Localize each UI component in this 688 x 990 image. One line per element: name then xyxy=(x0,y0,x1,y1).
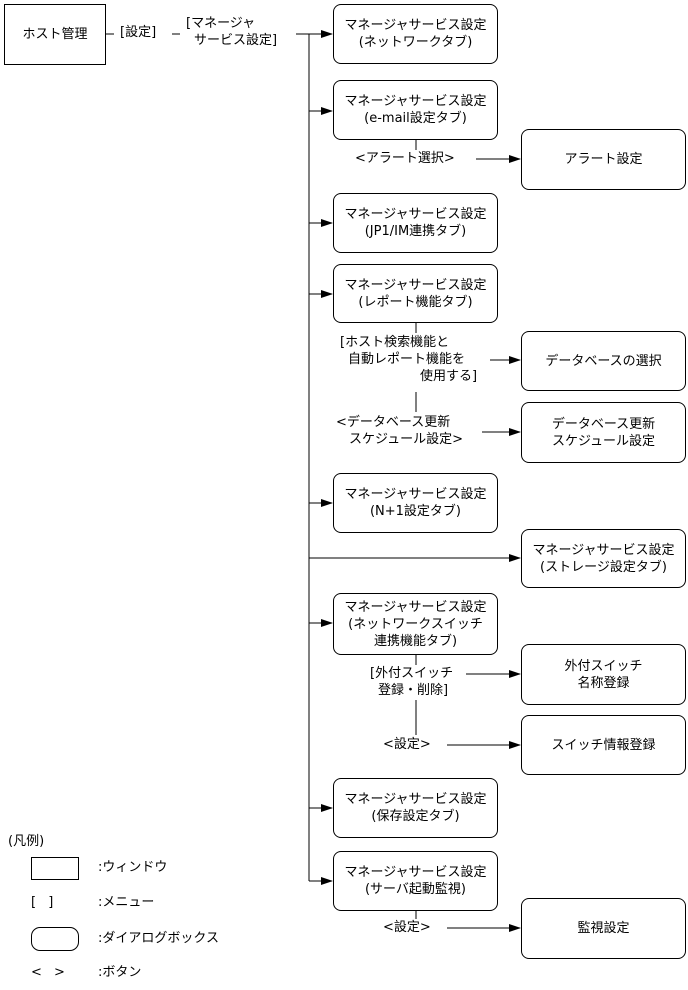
dialog-title: マネージャサービス設定 xyxy=(344,277,487,293)
menu-manager-line1: [マネージャ xyxy=(186,16,256,31)
dialog-subtitle: (ネットワークタブ) xyxy=(358,35,473,50)
legend-menu-symbol: [ ] xyxy=(31,895,58,910)
dialog-title: 監視設定 xyxy=(577,921,630,936)
dialog-subtitle: (JP1/IM連携タブ) xyxy=(364,224,467,239)
dialog-title: マネージャサービス設定 xyxy=(532,542,675,558)
legend-title: (凡例) xyxy=(8,834,45,849)
dialog-maint-tab[interactable]: マネージャサービス設定 (保存設定タブ) xyxy=(333,778,498,838)
dialog-title: マネージャサービス設定 xyxy=(344,599,487,615)
dialog-title: スイッチ情報登録 xyxy=(551,737,656,753)
menu-manager-service[interactable]: [マネージャ サービス設定] xyxy=(186,15,277,49)
dialog-title: マネージャサービス設定 xyxy=(344,792,487,807)
menu-host-search[interactable]: [ホスト検索機能と 自動レポート機能を 使用する] xyxy=(340,334,477,385)
button-alert-select[interactable]: <アラート選択> xyxy=(355,151,455,166)
legend-dialog-symbol xyxy=(31,927,79,951)
dialog-title: データベース更新 xyxy=(551,416,656,432)
dialog-subtitle: (ストレージ設定タブ) xyxy=(540,559,667,575)
menu-line1: [外付スイッチ xyxy=(370,666,454,681)
dialog-subtitle: (保存設定タブ) xyxy=(371,809,460,824)
dialog-alert-setting[interactable]: アラート設定 xyxy=(521,129,686,190)
menu-manager-line2: サービス設定] xyxy=(194,33,278,48)
menu-setting[interactable]: [設定] xyxy=(120,25,157,40)
legend-window-label: :ウィンドウ xyxy=(98,860,168,875)
dialog-report-tab[interactable]: マネージャサービス設定 (レポート機能タブ) xyxy=(333,264,498,323)
dialog-network-tab[interactable]: マネージャサービス設定 (ネットワークタブ) xyxy=(333,4,498,64)
menu-line1: [ホスト検索機能と xyxy=(340,335,450,350)
dialog-monitor-setting[interactable]: 監視設定 xyxy=(521,898,686,959)
dialog-server-monitor[interactable]: マネージャサービス設定 (サーバ起動監視) xyxy=(333,851,498,911)
dialog-n1-tab[interactable]: マネージャサービス設定 (N+1設定タブ) xyxy=(333,473,498,533)
dialog-switch-info[interactable]: スイッチ情報登録 xyxy=(521,715,686,775)
dialog-subtitle2: 連携機能タブ) xyxy=(373,633,458,649)
dialog-title: マネージャサービス設定 xyxy=(344,487,487,502)
button-db-update-schedule[interactable]: <データベース更新 スケジュール設定> xyxy=(336,414,463,448)
dialog-db-select[interactable]: データベースの選択 xyxy=(521,331,686,391)
dialog-storage-tab[interactable]: マネージャサービス設定 (ストレージ設定タブ) xyxy=(521,529,686,588)
dialog-title: マネージャサービス設定 xyxy=(344,865,487,880)
dialog-title: マネージャサービス設定 xyxy=(344,18,487,33)
menu-line2: 登録・削除] xyxy=(378,683,449,698)
legend-button-label: :ボタン xyxy=(98,965,142,980)
dialog-ext-switch-name[interactable]: 外付スイッチ 名称登録 xyxy=(521,644,686,705)
legend-dialog-label: :ダイアログボックス xyxy=(98,931,219,946)
dialog-email-tab[interactable]: マネージャサービス設定 (e-mail設定タブ) xyxy=(333,80,498,140)
button-line2: スケジュール設定> xyxy=(349,432,463,447)
dialog-subtitle: (N+1設定タブ) xyxy=(369,504,462,519)
dialog-title: アラート設定 xyxy=(564,152,643,167)
button-setting-switch[interactable]: <設定> xyxy=(383,737,431,752)
host-management-window[interactable]: ホスト管理 xyxy=(4,4,106,65)
menu-line2: 自動レポート機能を xyxy=(348,352,466,367)
dialog-subtitle: 名称登録 xyxy=(577,675,630,691)
dialog-title: データベースの選択 xyxy=(545,353,662,369)
legend-menu-label: :メニュー xyxy=(98,895,155,910)
dialog-title: マネージャサービス設定 xyxy=(344,207,487,222)
legend-button-symbol: < > xyxy=(31,965,69,980)
menu-ext-switch[interactable]: [外付スイッチ 登録・削除] xyxy=(370,665,453,699)
dialog-jp1-tab[interactable]: マネージャサービス設定 (JP1/IM連携タブ) xyxy=(333,193,498,253)
button-setting-monitor[interactable]: <設定> xyxy=(383,920,431,935)
legend-window-symbol xyxy=(31,857,79,880)
dialog-db-update-schedule[interactable]: データベース更新 スケジュール設定 xyxy=(521,402,686,463)
dialog-subtitle: スケジュール設定 xyxy=(551,433,656,449)
dialog-title: マネージャサービス設定 xyxy=(344,94,487,109)
button-line1: <データベース更新 xyxy=(336,415,451,430)
dialog-subtitle: (e-mail設定タブ) xyxy=(364,111,467,126)
dialog-subtitle: (サーバ起動監視) xyxy=(364,882,466,897)
dialog-subtitle: (ネットワークスイッチ xyxy=(348,616,483,632)
host-management-label: ホスト管理 xyxy=(22,27,88,42)
dialog-netswitch-tab[interactable]: マネージャサービス設定 (ネットワークスイッチ 連携機能タブ) xyxy=(333,593,498,655)
dialog-title: 外付スイッチ xyxy=(564,658,643,674)
menu-line3: 使用する] xyxy=(420,369,478,384)
dialog-subtitle: (レポート機能タブ) xyxy=(358,294,473,310)
